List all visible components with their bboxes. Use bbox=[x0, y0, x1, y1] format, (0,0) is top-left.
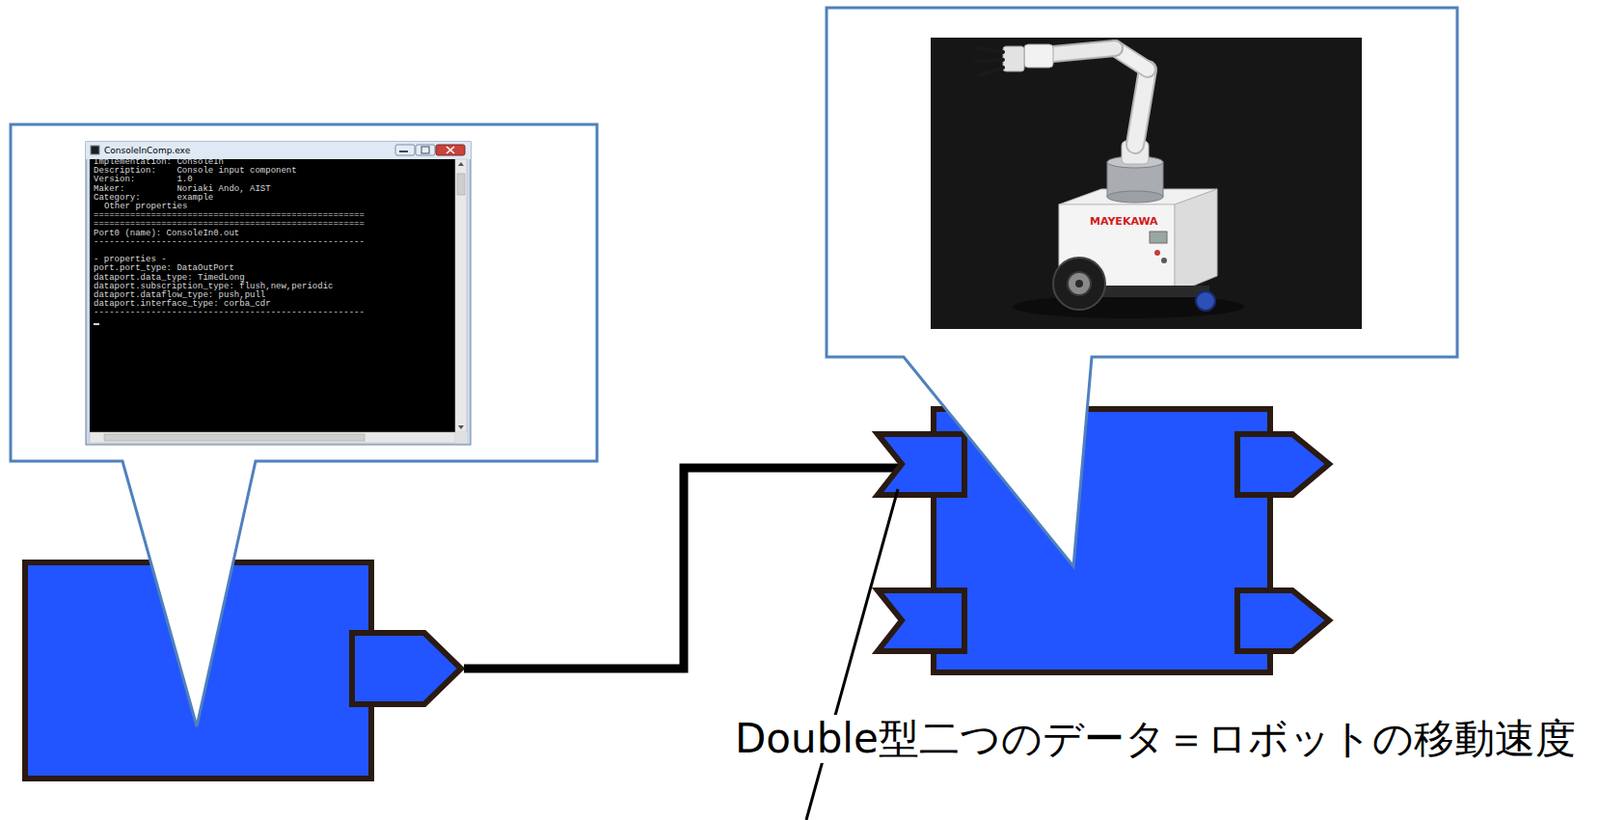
console-window bbox=[85, 141, 471, 445]
console-line: dataport.subscription_type: flush,new,pe… bbox=[93, 282, 333, 292]
callout-bubble bbox=[826, 7, 1458, 567]
console-separator: ----------------------------------------… bbox=[93, 238, 365, 247]
console-separator: ----------------------------------------… bbox=[93, 308, 365, 318]
console-line: - properties - bbox=[93, 255, 167, 265]
out-port bbox=[352, 632, 462, 705]
console-line: Description: Console input component bbox=[93, 166, 298, 176]
robot-photo bbox=[930, 37, 1362, 329]
leader-line bbox=[806, 488, 898, 820]
brand-logo: MAYEKAWA bbox=[1089, 216, 1159, 228]
component-shape bbox=[874, 406, 1332, 676]
rt-component bbox=[22, 559, 464, 782]
console-line: dataport.interface_type: corba_cdr bbox=[93, 299, 272, 309]
callout-bubble bbox=[10, 124, 597, 727]
console-line: Implementation: ConsoleIn bbox=[93, 158, 224, 167]
console-line: Port0 (name): ConsoleIn0.out bbox=[93, 229, 240, 239]
console-separator: ========================================… bbox=[93, 219, 365, 229]
data-connector bbox=[463, 467, 904, 669]
component-shape bbox=[22, 559, 464, 782]
rt-component bbox=[874, 406, 1332, 676]
console-line: dataport.data_type: TimedLong bbox=[93, 273, 245, 283]
out-port bbox=[1237, 590, 1329, 651]
console-line: Maker: Noriaki Ando, AIST bbox=[93, 185, 272, 194]
in-port bbox=[877, 433, 965, 495]
console-separator: ========================================… bbox=[93, 211, 365, 220]
annotation-note: Double型二つのデータ＝ロボットの移動速度 bbox=[732, 714, 1578, 763]
console-line: port.port_type: DataOutPort bbox=[93, 264, 235, 273]
out-port bbox=[1237, 433, 1329, 495]
console-line: Category: example bbox=[93, 193, 214, 203]
in-port bbox=[877, 590, 965, 651]
console-line: dataport.dataflow_type: push,pull bbox=[93, 291, 266, 300]
window-title: ConsoleInComp.exe bbox=[104, 145, 190, 156]
console-line: Version: 1.0 bbox=[93, 175, 193, 185]
console-line: Other properties bbox=[104, 202, 188, 212]
